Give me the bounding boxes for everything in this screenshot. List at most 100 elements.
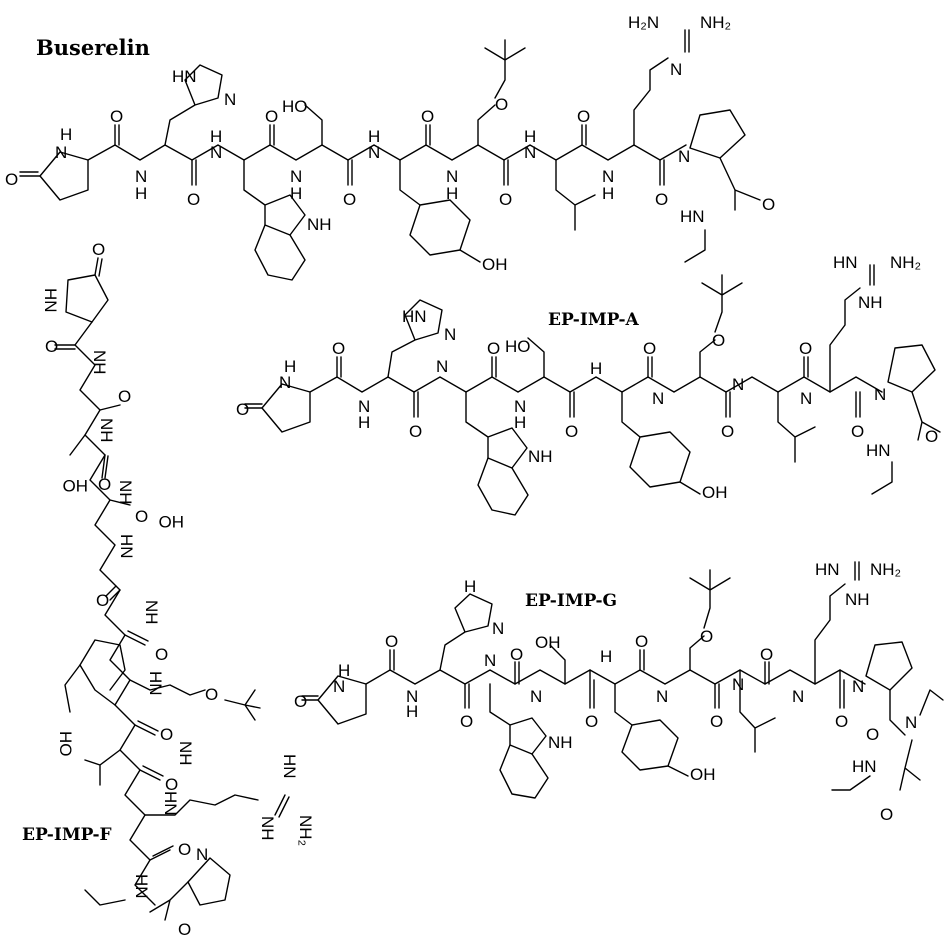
svg-text:HN: HN <box>161 791 180 816</box>
svg-text:HN: HN <box>815 560 840 579</box>
svg-text:O: O <box>585 712 598 731</box>
svg-text:H: H <box>358 413 370 432</box>
svg-text:O: O <box>760 645 773 664</box>
title-ep-imp-a: EP-IMP-A <box>548 310 640 330</box>
svg-text:O: O <box>851 422 864 441</box>
svg-text:NH: NH <box>528 447 553 466</box>
svg-text:NH: NH <box>845 590 870 609</box>
svg-text:O: O <box>178 840 191 859</box>
svg-text:H: H <box>338 661 350 680</box>
svg-text:NH₂: NH₂ <box>890 253 921 272</box>
svg-text:N: N <box>678 147 690 166</box>
svg-text:N: N <box>852 677 864 696</box>
structure-buserelin: O H N O O O O O O O O N H H N N H H N N … <box>5 13 775 281</box>
svg-text:HO: HO <box>56 731 75 757</box>
svg-text:O: O <box>294 692 307 711</box>
svg-text:O: O <box>178 920 191 939</box>
svg-text:HN: HN <box>402 307 427 326</box>
svg-text:N: N <box>670 60 682 79</box>
svg-text:NH: NH <box>307 215 332 234</box>
svg-text:H: H <box>210 127 222 146</box>
svg-text:O: O <box>721 422 734 441</box>
svg-text:H: H <box>284 357 296 376</box>
svg-text:NH₂: NH₂ <box>296 815 315 846</box>
svg-text:O: O <box>343 190 356 209</box>
svg-text:N: N <box>524 143 536 162</box>
svg-text:NH: NH <box>548 733 573 752</box>
svg-text:N: N <box>530 687 542 706</box>
svg-text:N: N <box>602 167 614 186</box>
svg-text:N: N <box>224 90 236 109</box>
svg-text:H: H <box>514 413 526 432</box>
svg-text:N: N <box>446 167 458 186</box>
svg-text:N: N <box>732 375 744 394</box>
svg-text:O: O <box>635 632 648 651</box>
svg-text:O: O <box>110 107 123 126</box>
svg-text:N: N <box>652 389 664 408</box>
svg-text:NH: NH <box>858 293 883 312</box>
svg-text:N: N <box>656 687 668 706</box>
svg-text:N: N <box>358 397 370 416</box>
svg-text:O: O <box>643 339 656 358</box>
svg-text:O: O <box>385 632 398 651</box>
svg-text:N: N <box>792 687 804 706</box>
svg-text:O: O <box>565 422 578 441</box>
svg-text:HN: HN <box>172 67 197 86</box>
svg-text:O: O <box>499 190 512 209</box>
svg-text:O: O <box>187 190 200 209</box>
svg-text:OH: OH <box>482 255 508 274</box>
svg-text:O: O <box>487 339 500 358</box>
svg-text:O: O <box>925 427 938 446</box>
svg-text:O: O <box>409 422 422 441</box>
svg-text:N: N <box>436 357 448 376</box>
svg-text:H: H <box>524 127 536 146</box>
svg-text:N: N <box>333 677 345 696</box>
svg-text:O: O <box>762 195 775 214</box>
svg-text:O: O <box>265 107 278 126</box>
svg-text:OH: OH <box>535 633 561 652</box>
svg-text:HO: HO <box>63 476 89 495</box>
svg-text:O: O <box>460 712 473 731</box>
structure-ep-imp-f: O HN O NH O NH O NH HO O HO HN O NH O HN… <box>41 240 315 939</box>
svg-text:N: N <box>196 845 208 864</box>
svg-text:O: O <box>155 645 168 664</box>
svg-text:H: H <box>446 184 458 203</box>
svg-text:N: N <box>484 651 496 670</box>
svg-text:HN: HN <box>833 253 858 272</box>
svg-text:O: O <box>866 725 879 744</box>
svg-text:O: O <box>700 627 713 646</box>
svg-text:HN: HN <box>680 207 705 226</box>
svg-text:O: O <box>98 475 111 494</box>
svg-text:NH₂: NH₂ <box>700 13 731 32</box>
svg-text:N: N <box>406 687 418 706</box>
svg-text:H: H <box>135 184 147 203</box>
svg-text:H: H <box>602 184 614 203</box>
svg-text:O: O <box>118 387 131 406</box>
svg-text:N: N <box>279 373 291 392</box>
svg-text:HN: HN <box>280 754 299 779</box>
svg-text:O: O <box>655 190 668 209</box>
svg-text:HN: HN <box>117 534 136 559</box>
svg-text:O: O <box>92 240 105 259</box>
svg-text:O: O <box>205 685 218 704</box>
svg-text:O: O <box>5 170 18 189</box>
svg-text:HN: HN <box>41 288 60 313</box>
svg-text:HO: HO <box>505 337 531 356</box>
svg-text:HO: HO <box>282 97 308 116</box>
svg-text:N: N <box>135 167 147 186</box>
svg-text:HO: HO <box>159 512 185 531</box>
svg-text:O: O <box>45 337 58 356</box>
title-ep-imp-g: EP-IMP-G <box>525 591 617 611</box>
svg-text:H: H <box>590 359 602 378</box>
svg-text:NH: NH <box>90 350 109 375</box>
svg-text:N: N <box>444 325 456 344</box>
svg-text:HN: HN <box>132 874 151 899</box>
structure-ep-imp-g: O H N O O O O O O O O N H N N H N N N N … <box>294 560 944 824</box>
svg-text:H: H <box>600 647 612 666</box>
svg-text:H: H <box>464 577 476 596</box>
svg-text:O: O <box>332 339 345 358</box>
title-ep-imp-f: EP-IMP-F <box>22 825 112 845</box>
svg-text:H: H <box>60 125 72 144</box>
svg-text:HN: HN <box>852 757 877 776</box>
